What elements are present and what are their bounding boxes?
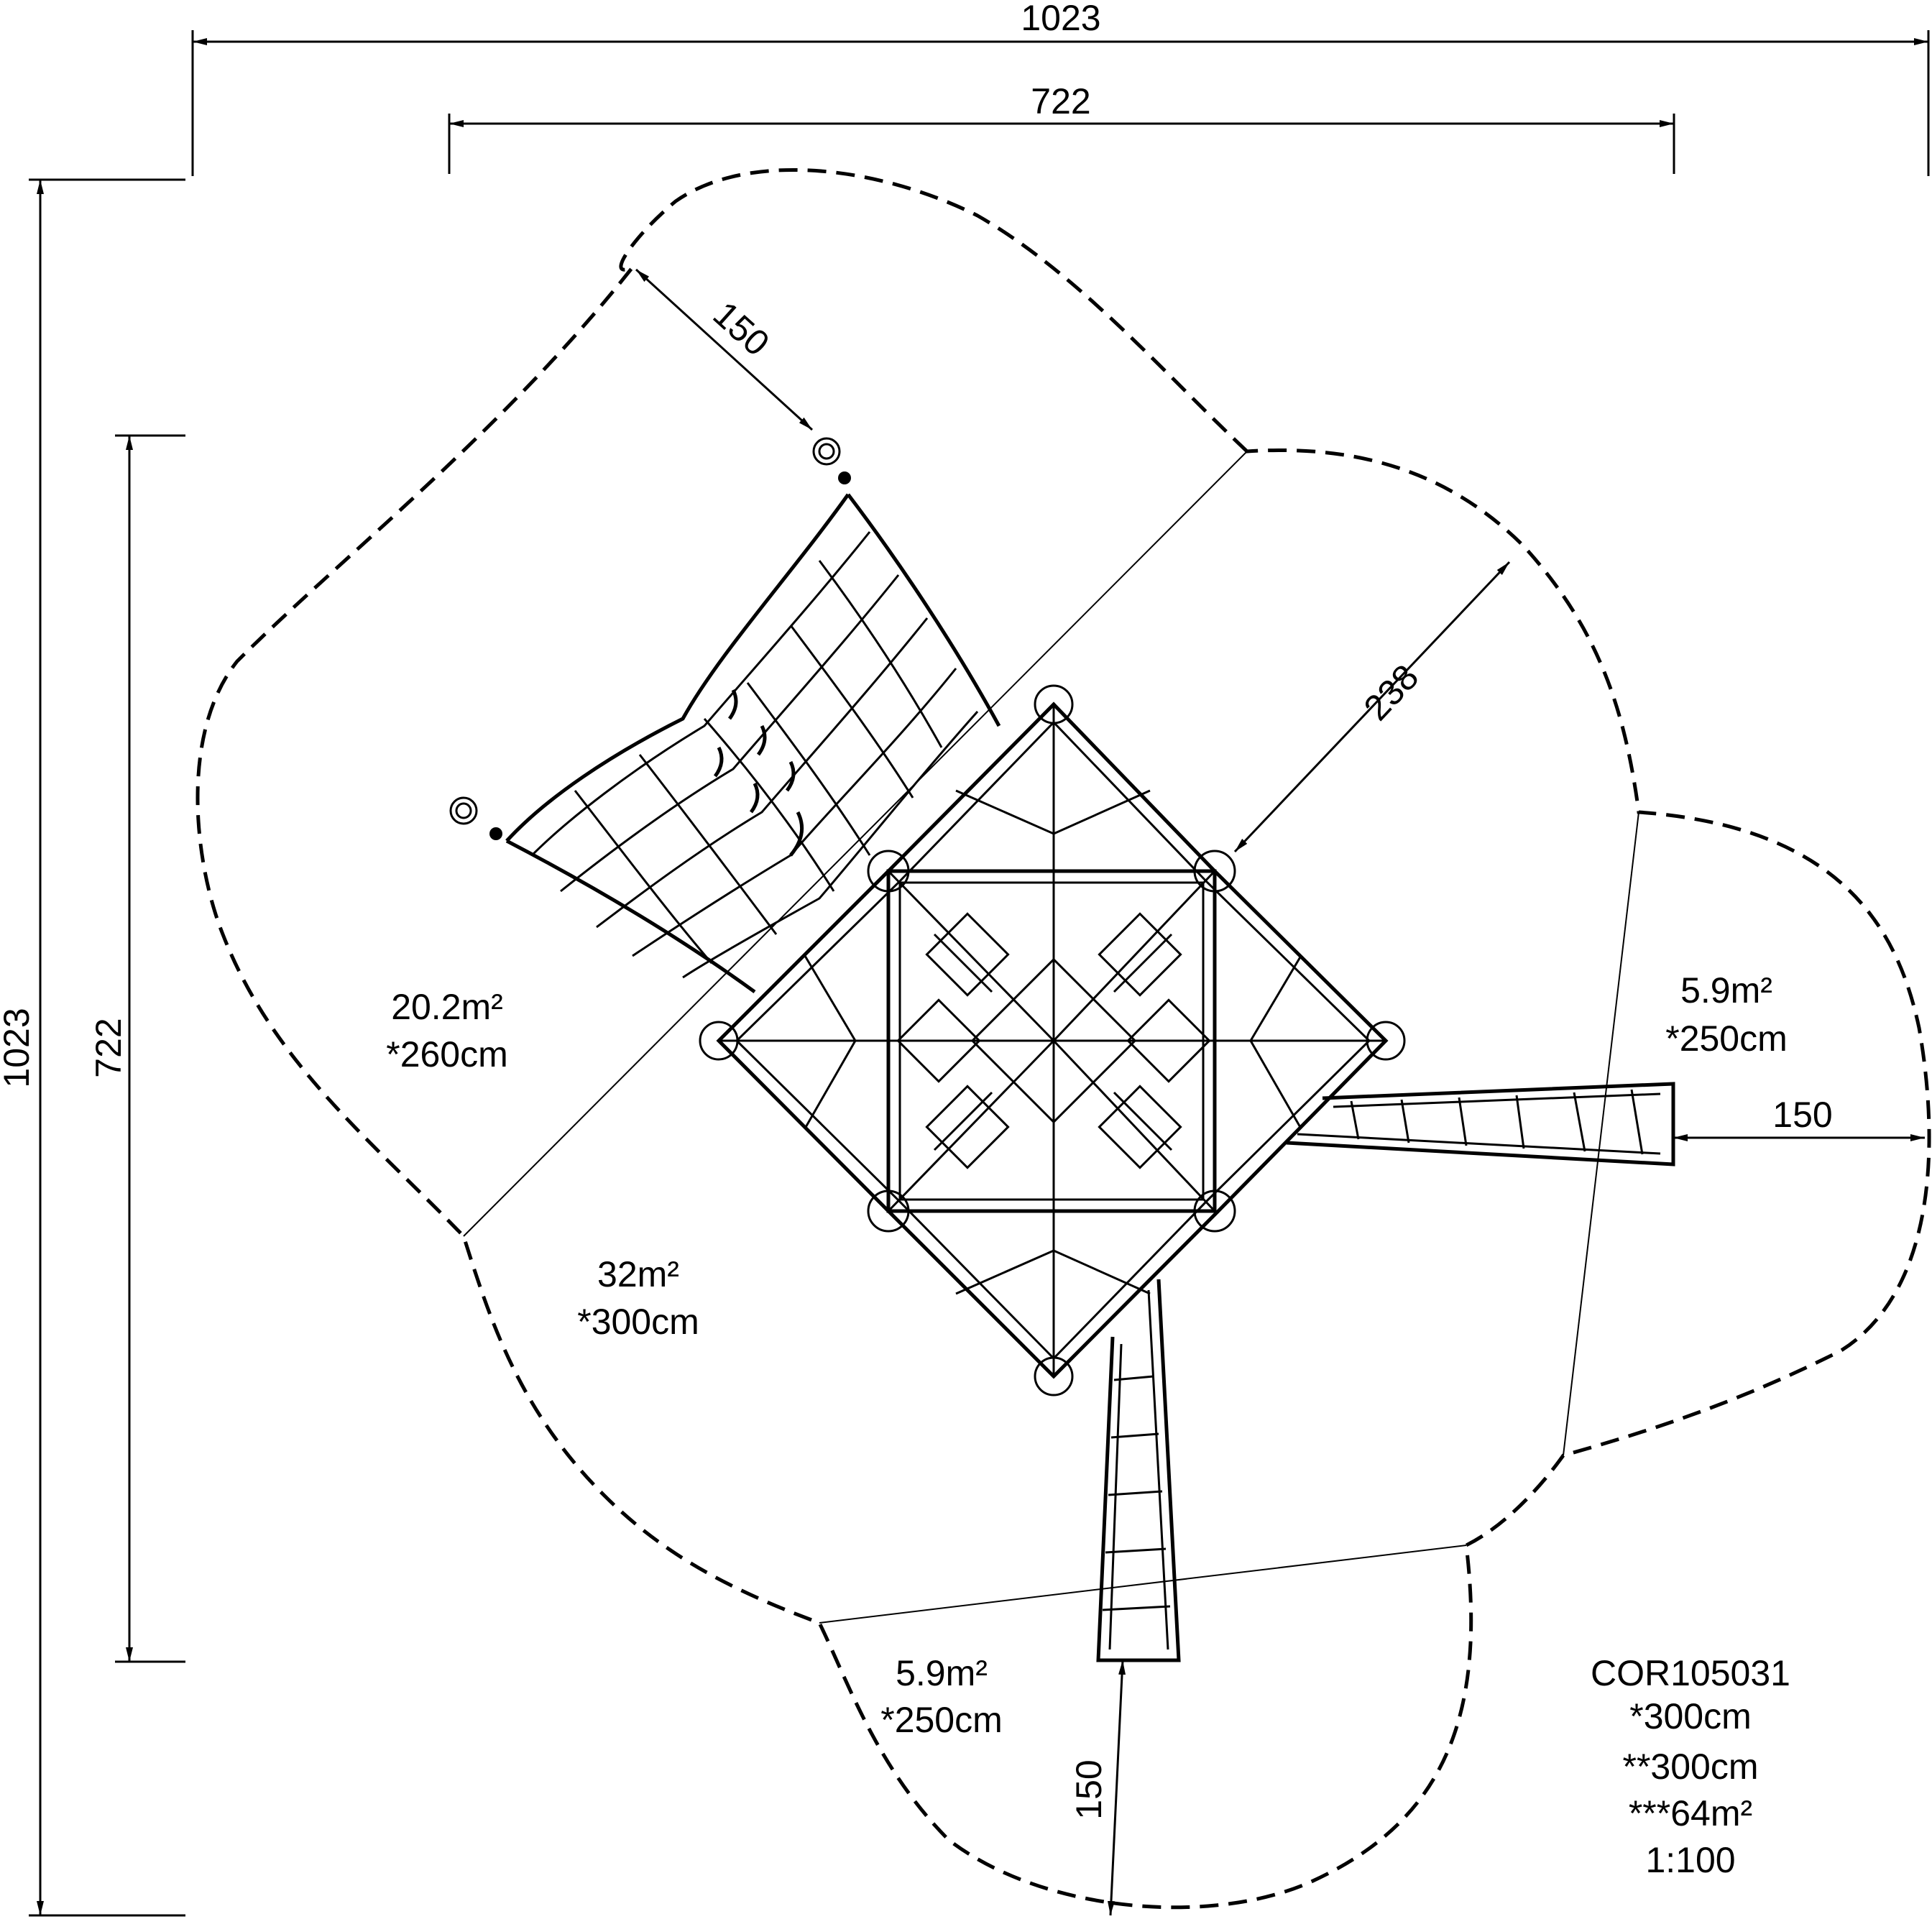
dimension-top-inner-label: 722: [1031, 81, 1090, 121]
dimension-top-total-label: 1023: [1021, 0, 1100, 38]
climbing-net: [449, 437, 1001, 994]
dimension-left-total: 1023: [0, 178, 185, 1917]
ladder-bottom: [1096, 1279, 1181, 1662]
zone-divider-bottom: [819, 1545, 1467, 1624]
dimension-platform-clearance: 238: [1233, 561, 1511, 853]
post-bottom: [1034, 1356, 1074, 1396]
dimension-net-clearance-label: 150: [706, 294, 777, 364]
post-inner-bl: [867, 1189, 910, 1233]
zone-right-height: *250cm: [1665, 1018, 1788, 1059]
post-inner-tl: [867, 850, 910, 893]
zone-right-area: 5.9m²: [1680, 970, 1772, 1011]
post-left: [699, 1021, 739, 1061]
dimension-right-ladder-clearance: 150: [1673, 1095, 1925, 1141]
safety-zone-outline: [196, 168, 1931, 1910]
product-code: COR105031: [1591, 1653, 1790, 1693]
info-height-2: **300cm: [1623, 1747, 1759, 1787]
net-anchor-ring-top: [812, 437, 841, 466]
post-inner-br: [1193, 1189, 1236, 1233]
dimension-platform-clearance-label: 238: [1356, 657, 1427, 728]
zone-divider-left: [463, 451, 1248, 1237]
post-right: [1366, 1021, 1406, 1061]
zone-left-height: *260cm: [386, 1034, 508, 1074]
ladder-right: [1286, 1082, 1675, 1166]
dimension-net-clearance: 150: [635, 268, 814, 431]
net-anchor-ring-left: [449, 796, 478, 825]
dimension-bottom-ladder-clearance: 150: [1069, 1660, 1126, 1916]
info-scale: 1:100: [1645, 1840, 1735, 1880]
post-inner-tr: [1193, 850, 1236, 893]
zone-bottom-area: 5.9m²: [896, 1653, 988, 1693]
zone-bottom-height: *250cm: [880, 1700, 1003, 1740]
info-height-1: *300cm: [1629, 1696, 1752, 1736]
dimension-left-total-label: 1023: [0, 1008, 37, 1087]
dimension-top-inner: 722: [448, 81, 1675, 174]
central-tower: [699, 684, 1406, 1396]
zone-left-area: 20.2m²: [391, 987, 503, 1027]
zone-center-height: *300cm: [577, 1302, 699, 1342]
post-top: [1034, 684, 1074, 724]
info-area-total: ***64m²: [1629, 1793, 1752, 1833]
zone-divider-right: [1563, 811, 1639, 1456]
dimension-bottom-ladder-clearance-label: 150: [1069, 1759, 1109, 1819]
dimension-left-inner-label: 722: [88, 1018, 129, 1077]
zone-center-area: 32m²: [597, 1254, 679, 1294]
dimension-left-inner: 722: [88, 434, 185, 1663]
dimension-top-total: 1023: [191, 0, 1930, 176]
dimension-right-ladder-clearance-label: 150: [1772, 1095, 1832, 1135]
info-block: COR105031 *300cm **300cm ***64m² 1:100: [1591, 1653, 1790, 1880]
